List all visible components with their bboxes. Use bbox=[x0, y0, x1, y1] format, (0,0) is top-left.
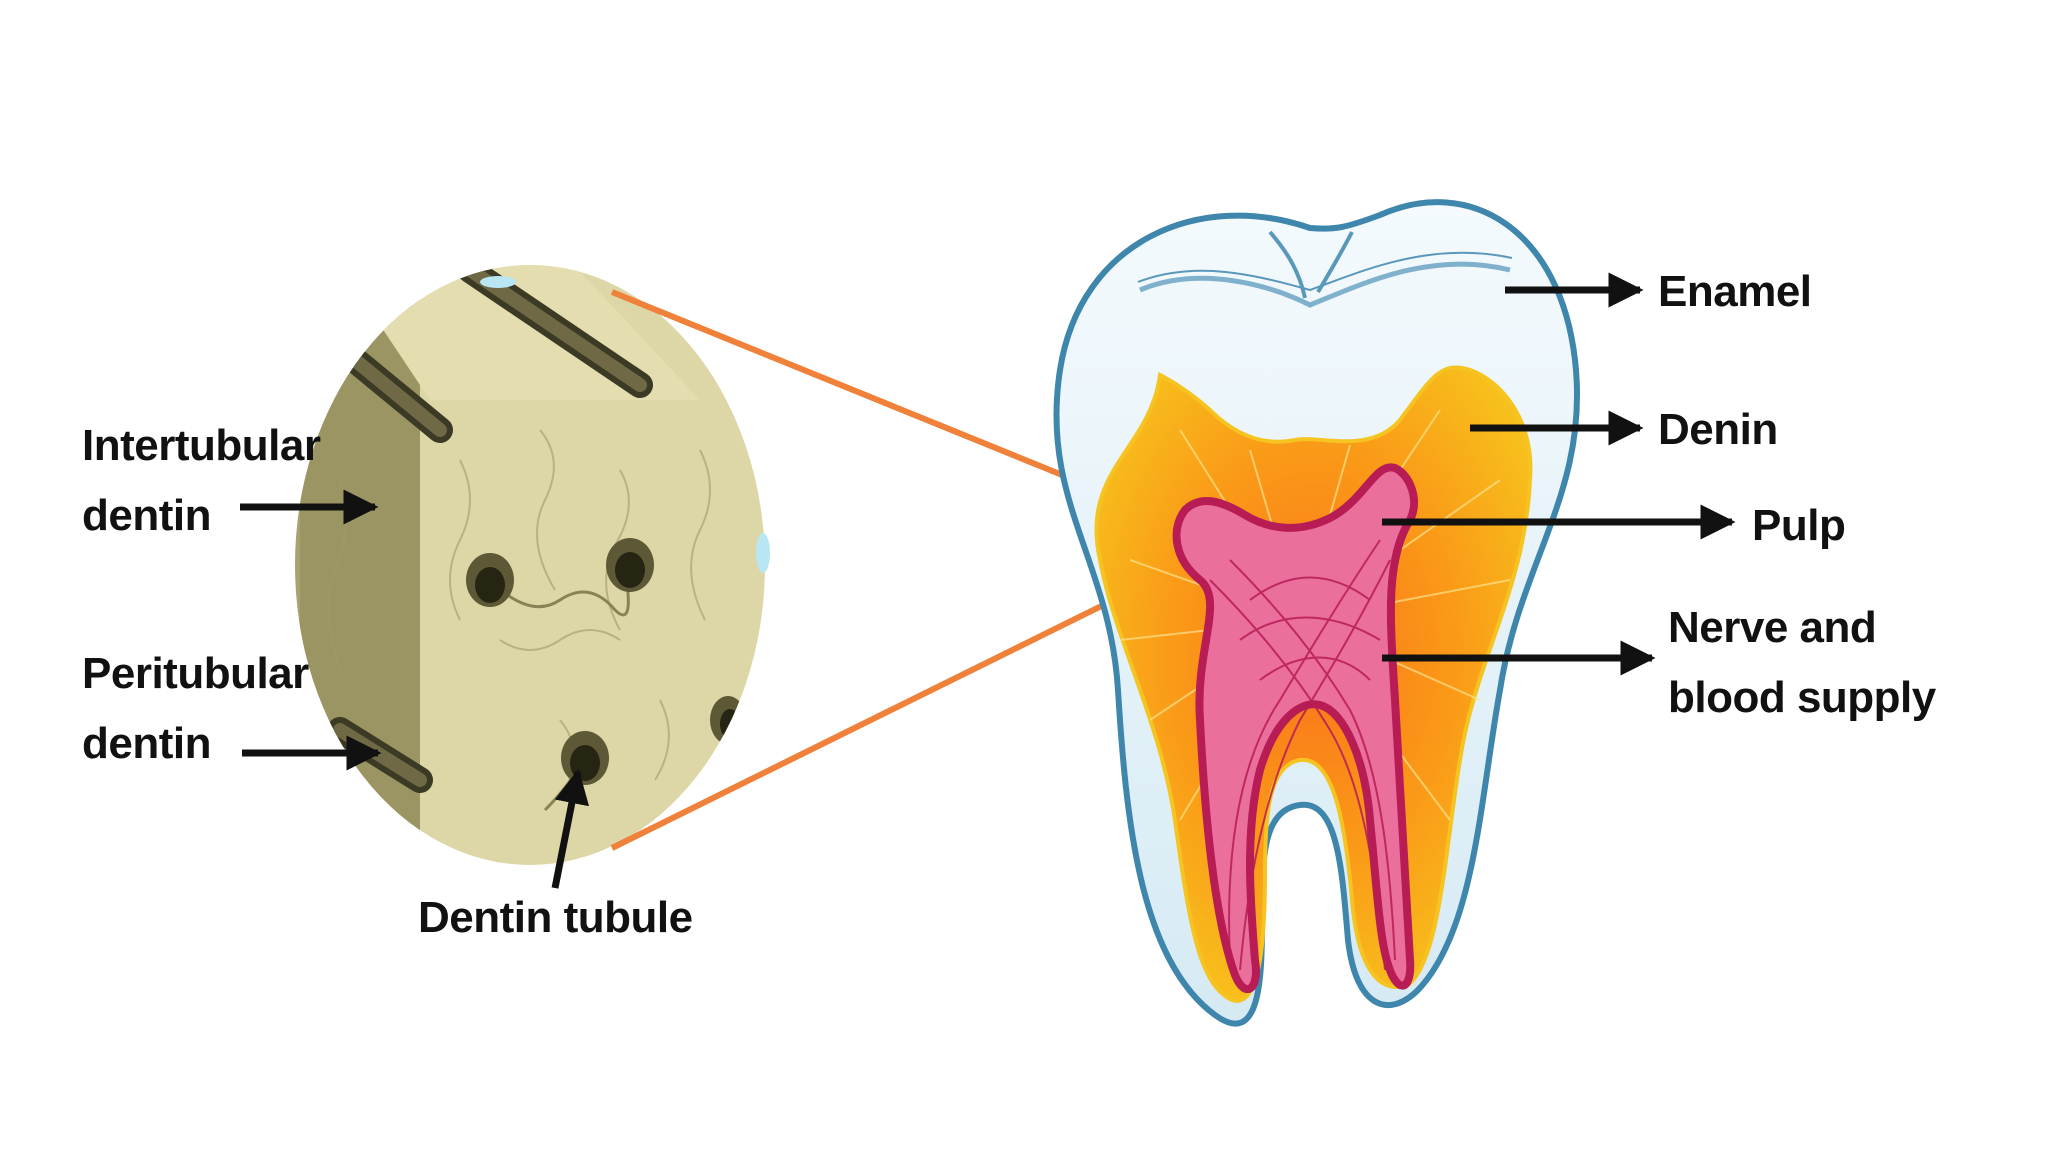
label-dentin-tubule: Dentin tubule bbox=[418, 893, 693, 942]
zoom-magnifier bbox=[290, 260, 770, 870]
labels: Intertubular dentin Peritubular dentin D… bbox=[82, 267, 1937, 942]
label-nerve-line2: blood supply bbox=[1668, 673, 1937, 722]
arrow-dentin-tubule bbox=[551, 768, 590, 889]
nerve-vessels bbox=[1209, 539, 1396, 971]
tubule-channel-top bbox=[342, 265, 653, 443]
annotation-arrows bbox=[240, 272, 1736, 889]
label-peritubular-line1: Peritubular bbox=[82, 649, 309, 698]
label-denin: Denin bbox=[1658, 405, 1778, 454]
label-peritubular-line2: dentin bbox=[82, 719, 211, 768]
pulp-chamber bbox=[1172, 463, 1418, 993]
highlight-dot bbox=[480, 276, 516, 288]
label-intertubular-line1: Intertubular bbox=[82, 421, 321, 470]
highlight-dot bbox=[756, 533, 770, 573]
label-intertubular-line2: dentin bbox=[82, 491, 211, 540]
tooth-illustration bbox=[1053, 199, 1581, 1027]
label-pulp: Pulp bbox=[1752, 501, 1845, 550]
label-nerve-line1: Nerve and bbox=[1668, 603, 1876, 652]
label-enamel: Enamel bbox=[1658, 267, 1812, 316]
zoom-line-bottom bbox=[610, 575, 1160, 851]
